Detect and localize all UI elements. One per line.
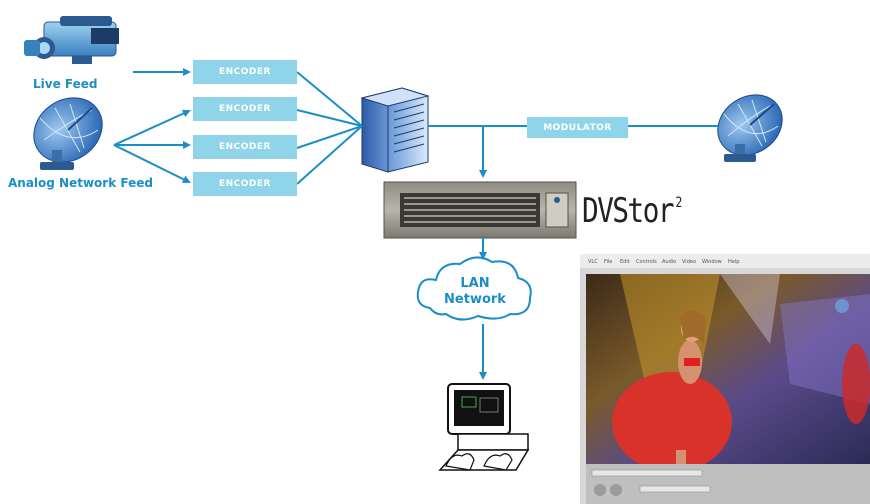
video-player-screenshot: VLC File Edit Controls Audio Video Windo… <box>580 254 870 504</box>
lan-label-line1: LAN <box>460 276 490 291</box>
encoder-box: ENCODER <box>193 135 297 159</box>
player-menu-item[interactable]: Controls <box>636 259 657 265</box>
player-menu-item[interactable]: Help <box>728 259 739 265</box>
player-menu-item[interactable]: Window <box>702 259 722 265</box>
lan-network-label: LAN Network <box>430 276 520 308</box>
computer-workstation-icon <box>438 383 530 471</box>
live-feed-label: Live Feed <box>33 77 98 91</box>
seek-bar[interactable] <box>639 485 711 493</box>
video-camera-icon <box>24 16 119 64</box>
analog-network-feed-label: Analog Network Feed <box>8 176 153 190</box>
player-menu-item[interactable]: VLC <box>588 259 598 265</box>
rack-storage-unit-icon <box>383 181 577 239</box>
modulator-box: MODULATOR <box>527 117 628 138</box>
stop-icon[interactable] <box>610 484 622 496</box>
cloud-icon <box>416 256 532 321</box>
player-menu-item[interactable]: File <box>604 259 612 265</box>
satellite-dish-icon <box>33 97 103 170</box>
play-icon[interactable] <box>594 484 606 496</box>
dvstor-brand-superscript: 2 <box>675 195 682 211</box>
encoder-box: ENCODER <box>193 172 297 196</box>
satellite-dish-icon-right <box>717 94 783 162</box>
connector-arrows <box>113 68 718 380</box>
lan-label-line2: Network <box>444 292 506 307</box>
player-menu-item[interactable]: Audio <box>662 259 676 265</box>
dvstor-brand-name: DVStor <box>582 191 675 231</box>
server-tower-icon <box>360 87 430 173</box>
encoder-box: ENCODER <box>193 60 297 84</box>
player-menu-item[interactable]: Video <box>682 259 696 265</box>
player-menu-item[interactable]: Edit <box>620 259 630 265</box>
encoder-box: ENCODER <box>193 97 297 121</box>
